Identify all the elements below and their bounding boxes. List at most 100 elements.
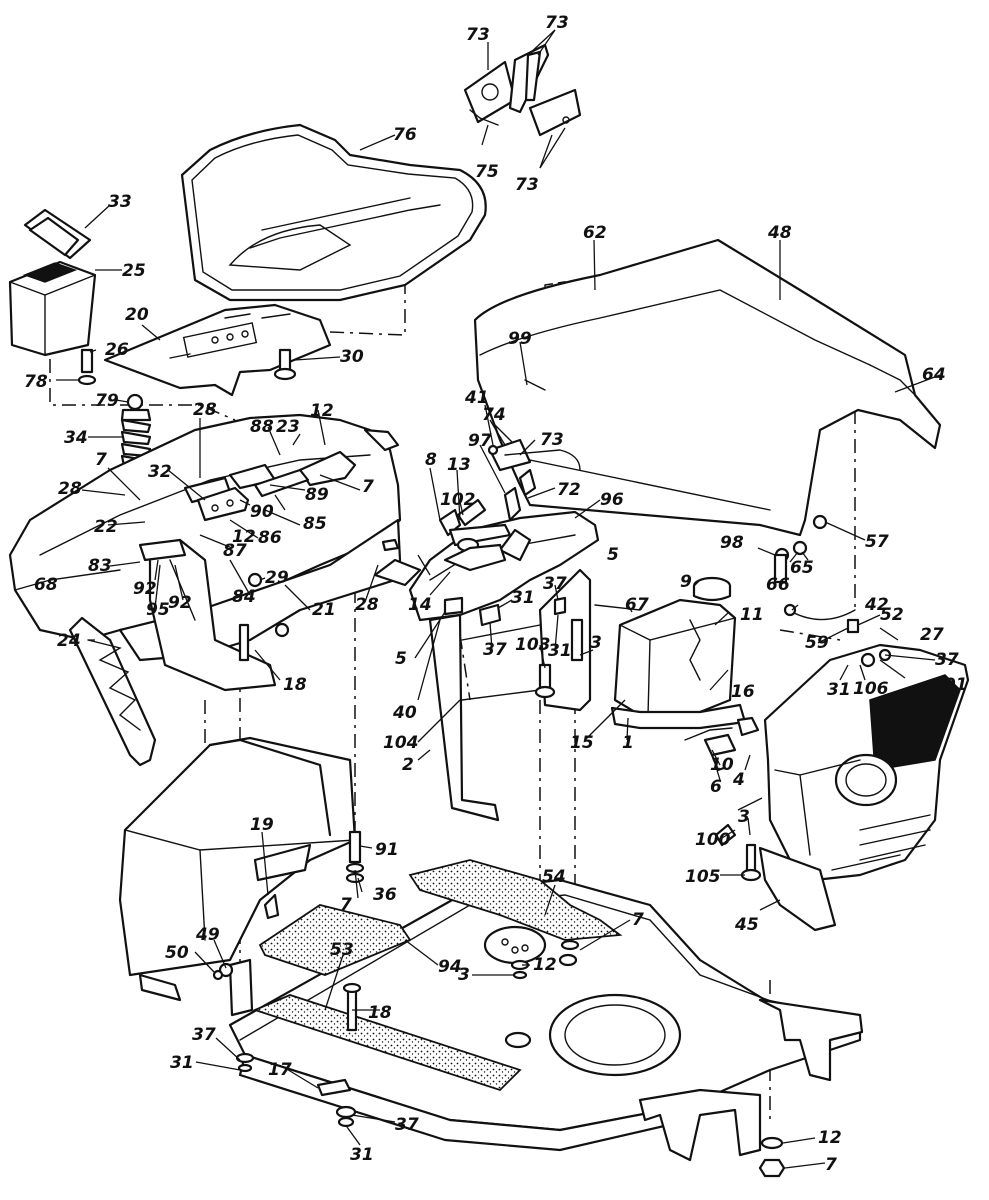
callout-85: 85	[303, 514, 327, 534]
callout-52: 52	[880, 605, 904, 625]
callout-7: 7	[340, 895, 352, 915]
callout-6: 6	[710, 777, 722, 797]
callout-16: 16	[731, 682, 755, 702]
callout-1: 1	[622, 733, 634, 753]
callout-11: 11	[740, 605, 764, 625]
callout-88: 88	[250, 417, 274, 437]
callout-76: 76	[393, 125, 417, 145]
callout-3: 3	[458, 965, 470, 985]
seat	[180, 123, 487, 302]
callout-9: 9	[680, 572, 692, 592]
callout-73: 73	[545, 13, 569, 33]
bracket-24	[68, 616, 157, 767]
callout-labels: 73 73 75 73 76 33 25 62 48 20 26 30 78 7…	[24, 13, 968, 1175]
dash-tower	[408, 510, 600, 822]
callout-31: 31	[827, 680, 851, 700]
callout-59: 59	[805, 633, 829, 653]
callout-92: 92	[133, 579, 157, 599]
callout-68: 68	[34, 575, 58, 595]
callout-30: 30	[340, 347, 364, 367]
callout-21: 21	[312, 600, 336, 620]
callout-33: 33	[108, 192, 132, 212]
callout-22: 22	[94, 517, 118, 537]
fuel-tank	[610, 576, 747, 741]
callout-2: 2	[402, 755, 414, 775]
callout-13: 13	[447, 455, 471, 475]
callout-7: 7	[632, 910, 644, 930]
callout-57: 57	[865, 532, 889, 552]
dash-controls	[438, 438, 584, 699]
callout-54: 54	[542, 867, 566, 887]
grille-hardware	[703, 716, 762, 882]
callout-41: 41	[464, 388, 489, 408]
callout-36: 36	[373, 885, 397, 905]
callout-79: 79	[95, 391, 119, 411]
callout-42: 42	[864, 595, 889, 615]
foot-pads	[252, 859, 623, 1092]
callout-34: 34	[64, 428, 88, 448]
fender-hardware	[138, 468, 422, 662]
callout-100: 100	[695, 830, 731, 850]
callout-12: 12	[818, 1128, 842, 1148]
callout-40: 40	[392, 703, 417, 723]
seat-pan	[103, 303, 332, 397]
callout-26: 26	[105, 340, 129, 360]
callout-31: 31	[350, 1145, 374, 1165]
callout-7: 7	[825, 1155, 837, 1175]
callout-7: 7	[95, 450, 107, 470]
callout-37: 37	[395, 1115, 419, 1135]
callout-37: 37	[192, 1025, 216, 1045]
callout-91: 91	[375, 840, 399, 860]
callout-87: 87	[223, 541, 247, 561]
callout-14: 14	[408, 595, 432, 615]
callout-73: 73	[540, 430, 564, 450]
callout-28: 28	[355, 595, 379, 615]
callout-84: 84	[232, 587, 256, 607]
callout-86: 86	[258, 528, 282, 548]
callout-83: 83	[88, 556, 112, 576]
callout-28: 28	[193, 400, 217, 420]
callout-15: 15	[570, 733, 594, 753]
grille-nose	[758, 643, 970, 932]
callout-101: 101	[932, 675, 968, 695]
callout-37: 37	[483, 640, 507, 660]
callout-37: 37	[543, 574, 567, 594]
rear-body	[118, 736, 357, 1017]
callout-19: 19	[250, 815, 274, 835]
callout-28: 28	[58, 479, 82, 499]
callout-92: 92	[168, 593, 192, 613]
callout-48: 48	[767, 223, 792, 243]
callout-37: 37	[935, 650, 959, 670]
callout-72: 72	[557, 480, 581, 500]
callout-12: 12	[232, 527, 256, 547]
callout-67: 67	[625, 595, 649, 615]
callout-65: 65	[790, 558, 814, 578]
callout-94: 94	[438, 957, 462, 977]
hood	[473, 238, 942, 537]
callout-12: 12	[310, 401, 334, 421]
callout-62: 62	[583, 223, 607, 243]
callout-45: 45	[734, 915, 759, 935]
callout-98: 98	[720, 533, 744, 553]
callout-32: 32	[148, 462, 172, 482]
callout-29: 29	[265, 568, 289, 588]
callout-24: 24	[57, 631, 81, 651]
callout-18: 18	[368, 1003, 392, 1023]
callout-3: 3	[590, 633, 602, 653]
callout-103: 103	[515, 635, 551, 655]
frame-hardware	[212, 830, 786, 1178]
callout-3: 3	[738, 807, 750, 827]
callout-105: 105	[685, 867, 721, 887]
seat-hinge-brackets	[463, 43, 582, 137]
callout-25: 25	[122, 261, 146, 281]
callout-90: 90	[250, 502, 274, 522]
callout-64: 64	[922, 365, 946, 385]
callout-50: 50	[165, 943, 189, 963]
callout-66: 66	[766, 575, 790, 595]
callout-96: 96	[600, 490, 624, 510]
callout-106: 106	[853, 679, 889, 699]
callout-12: 12	[533, 955, 557, 975]
battery	[8, 208, 97, 357]
